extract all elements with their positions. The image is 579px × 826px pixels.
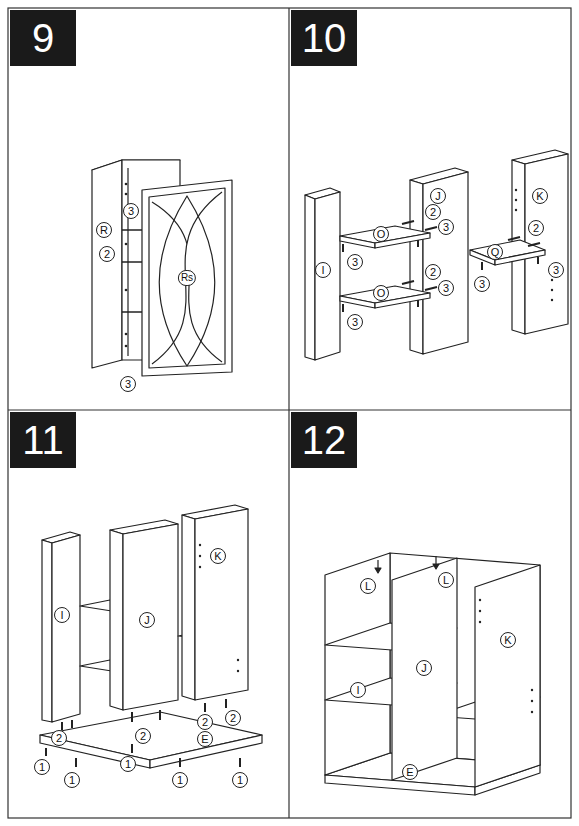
callout-label: 2 <box>135 728 151 744</box>
frame <box>8 8 571 818</box>
step-number-box: 9 <box>10 10 76 66</box>
callout-label: 1 <box>232 772 248 788</box>
divider <box>8 409 571 410</box>
panels-drawing <box>305 150 568 360</box>
callout-label: E <box>402 764 418 780</box>
callout-label: 3 <box>438 219 454 235</box>
step-number: 9 <box>32 18 54 58</box>
step-number-box: 11 <box>10 412 76 468</box>
callout-label: O <box>373 226 389 242</box>
callout-label: K <box>500 632 516 648</box>
callout-label: K <box>210 548 226 564</box>
callout-label: 2 <box>425 264 441 280</box>
assembly-drawing <box>40 505 262 768</box>
callout-label: Rs <box>178 270 196 286</box>
callout-label: 1 <box>64 772 80 788</box>
callout-label: J <box>416 660 432 676</box>
callout-label: 2 <box>197 714 213 730</box>
callout-label: O <box>373 285 389 301</box>
callout-label: L <box>360 578 376 594</box>
callout-label: 1 <box>34 759 50 775</box>
callout-label: 2 <box>528 220 544 236</box>
callout-label: 3 <box>347 314 363 330</box>
callout-label: Q <box>487 244 503 260</box>
callout-label: 3 <box>438 280 454 296</box>
step-number: 12 <box>302 420 347 460</box>
callout-label: I <box>54 607 70 623</box>
callout-label: L <box>438 572 454 588</box>
finished-drawing <box>325 553 540 795</box>
divider <box>288 8 289 818</box>
callout-label: 2 <box>225 710 241 726</box>
callout-label: I <box>350 682 366 698</box>
callout-label: 3 <box>474 276 490 292</box>
callout-label: 3 <box>120 376 136 392</box>
callout-label: 2 <box>51 730 67 746</box>
step-number: 10 <box>302 18 347 58</box>
callout-label: J <box>139 612 155 628</box>
callout-label: 1 <box>172 772 188 788</box>
callout-label: 2 <box>425 204 441 220</box>
callout-label: I <box>315 262 331 278</box>
cabinet-drawing <box>92 160 232 376</box>
callout-label: 1 <box>120 756 136 772</box>
callout-label: 2 <box>99 246 115 262</box>
step-number-box: 12 <box>291 412 357 468</box>
callout-label: 3 <box>347 254 363 270</box>
callout-label: R <box>96 222 112 238</box>
callout-label: K <box>532 188 548 204</box>
callout-label: E <box>197 731 213 747</box>
step-number: 11 <box>22 420 64 460</box>
callout-label: 3 <box>123 203 139 219</box>
step-number-box: 10 <box>291 10 357 66</box>
callout-label: 3 <box>548 262 564 278</box>
callout-label: J <box>430 188 446 204</box>
